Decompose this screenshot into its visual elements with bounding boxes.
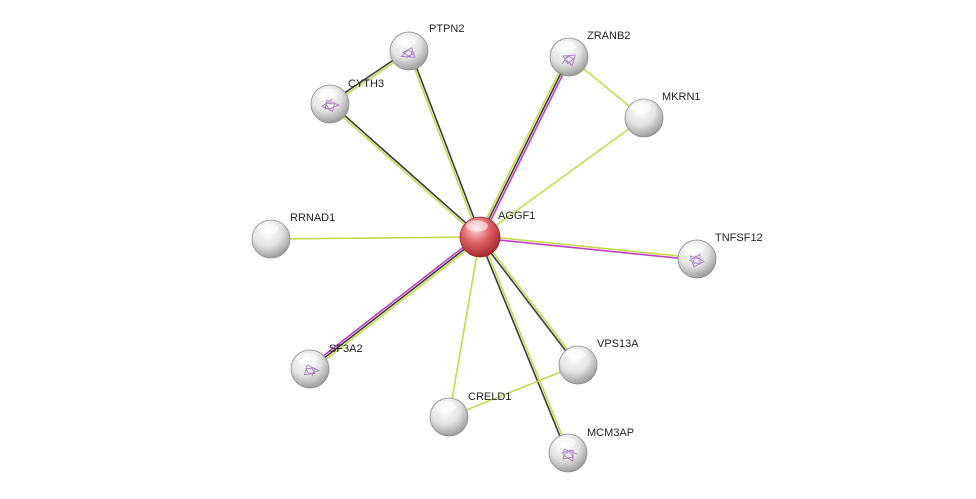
edge-aggf1-ptpn2[interactable] (407, 49, 482, 239)
node-highlight (683, 243, 705, 254)
node-label-vps13a: VPS13A (597, 338, 639, 350)
edge-line-yellow (480, 235, 570, 454)
node-cyth3[interactable]: CYTH3 (310, 78, 384, 124)
node-mcm3ap[interactable]: MCM3AP (548, 427, 634, 473)
edge-aggf1-tnfsf12[interactable] (479, 235, 698, 261)
node-highlight (395, 35, 417, 46)
node-highlight (630, 102, 652, 113)
protein-structure-icon (688, 253, 705, 268)
edge-line-magenta (307, 234, 480, 369)
node-rrnad1[interactable]: RRNAD1 (251, 212, 335, 259)
edge-line-yellow (477, 55, 568, 237)
node-creld1[interactable]: CRELD1 (429, 391, 511, 437)
node-label-mkrn1: MKRN1 (662, 91, 701, 103)
edge-line-yellow (448, 236, 481, 418)
node-label-tnfsf12: TNFSF12 (715, 232, 763, 244)
edge-line-yellow (448, 364, 579, 418)
node-label-cyth3: CYTH3 (348, 78, 384, 90)
node-highlight (296, 353, 318, 364)
edge-line-dark (409, 49, 482, 238)
edge-line-yellow (480, 235, 580, 366)
edge-aggf1-mcm3ap[interactable] (478, 235, 570, 455)
node-label-aggf1: AGGF1 (498, 210, 535, 222)
node-highlight (466, 220, 488, 232)
node-vps13a[interactable]: VPS13A (558, 338, 639, 385)
edge-line-dark (478, 236, 568, 455)
edge-aggf1-creld1[interactable] (448, 236, 481, 418)
node-label-mcm3ap: MCM3AP (587, 427, 634, 439)
node-label-sf3a2: SF3A2 (329, 343, 363, 355)
node-mkrn1[interactable]: MKRN1 (624, 91, 701, 138)
edge-line-yellow (407, 50, 480, 239)
node-highlight (316, 88, 338, 99)
protein-structure-icon (561, 448, 578, 462)
node-ptpn2[interactable]: PTPN2 (389, 23, 464, 71)
edge-line-magenta (479, 237, 698, 261)
node-zranb2[interactable]: ZRANB2 (549, 30, 630, 77)
protein-structure-icon (562, 54, 576, 67)
node-label-ptpn2: PTPN2 (429, 23, 464, 35)
node-highlight (564, 349, 586, 360)
node-label-zranb2: ZRANB2 (587, 30, 630, 42)
edge-aggf1-zranb2[interactable] (477, 55, 572, 239)
node-tnfsf12[interactable]: TNFSF12 (677, 232, 763, 279)
node-highlight (554, 437, 576, 448)
edges-layer (270, 49, 698, 455)
edge-line-dark (478, 236, 578, 367)
node-aggf1[interactable]: AGGF1 (459, 210, 535, 258)
edge-line-dark (479, 56, 570, 238)
edge-aggf1-mkrn1[interactable] (479, 117, 645, 238)
edge-aggf1-sf3a2[interactable] (307, 234, 483, 372)
node-highlight (257, 223, 279, 234)
node-label-creld1: CRELD1 (468, 391, 511, 403)
node-label-rrnad1: RRNAD1 (290, 212, 335, 224)
protein-structure-icon (303, 364, 321, 377)
protein-structure-icon (321, 98, 341, 112)
edge-line-magenta (481, 57, 572, 239)
edge-line-yellow (270, 236, 481, 240)
node-highlight (435, 401, 457, 412)
protein-structure-icon (400, 47, 416, 58)
edge-line-dark (309, 236, 481, 370)
edge-line-yellow (479, 117, 645, 238)
edge-line-dark (329, 102, 482, 237)
edge-line-yellow (328, 104, 481, 239)
edge-aggf1-vps13a[interactable] (478, 235, 580, 367)
node-highlight (555, 41, 577, 52)
node-sf3a2[interactable]: SF3A2 (290, 343, 363, 389)
edge-aggf1-cyth3[interactable] (328, 102, 482, 239)
edge-creld1-vps13a[interactable] (448, 364, 579, 418)
edge-aggf1-rrnad1[interactable] (270, 236, 481, 240)
edge-line-yellow (310, 237, 483, 372)
edge-line-yellow (479, 235, 698, 259)
